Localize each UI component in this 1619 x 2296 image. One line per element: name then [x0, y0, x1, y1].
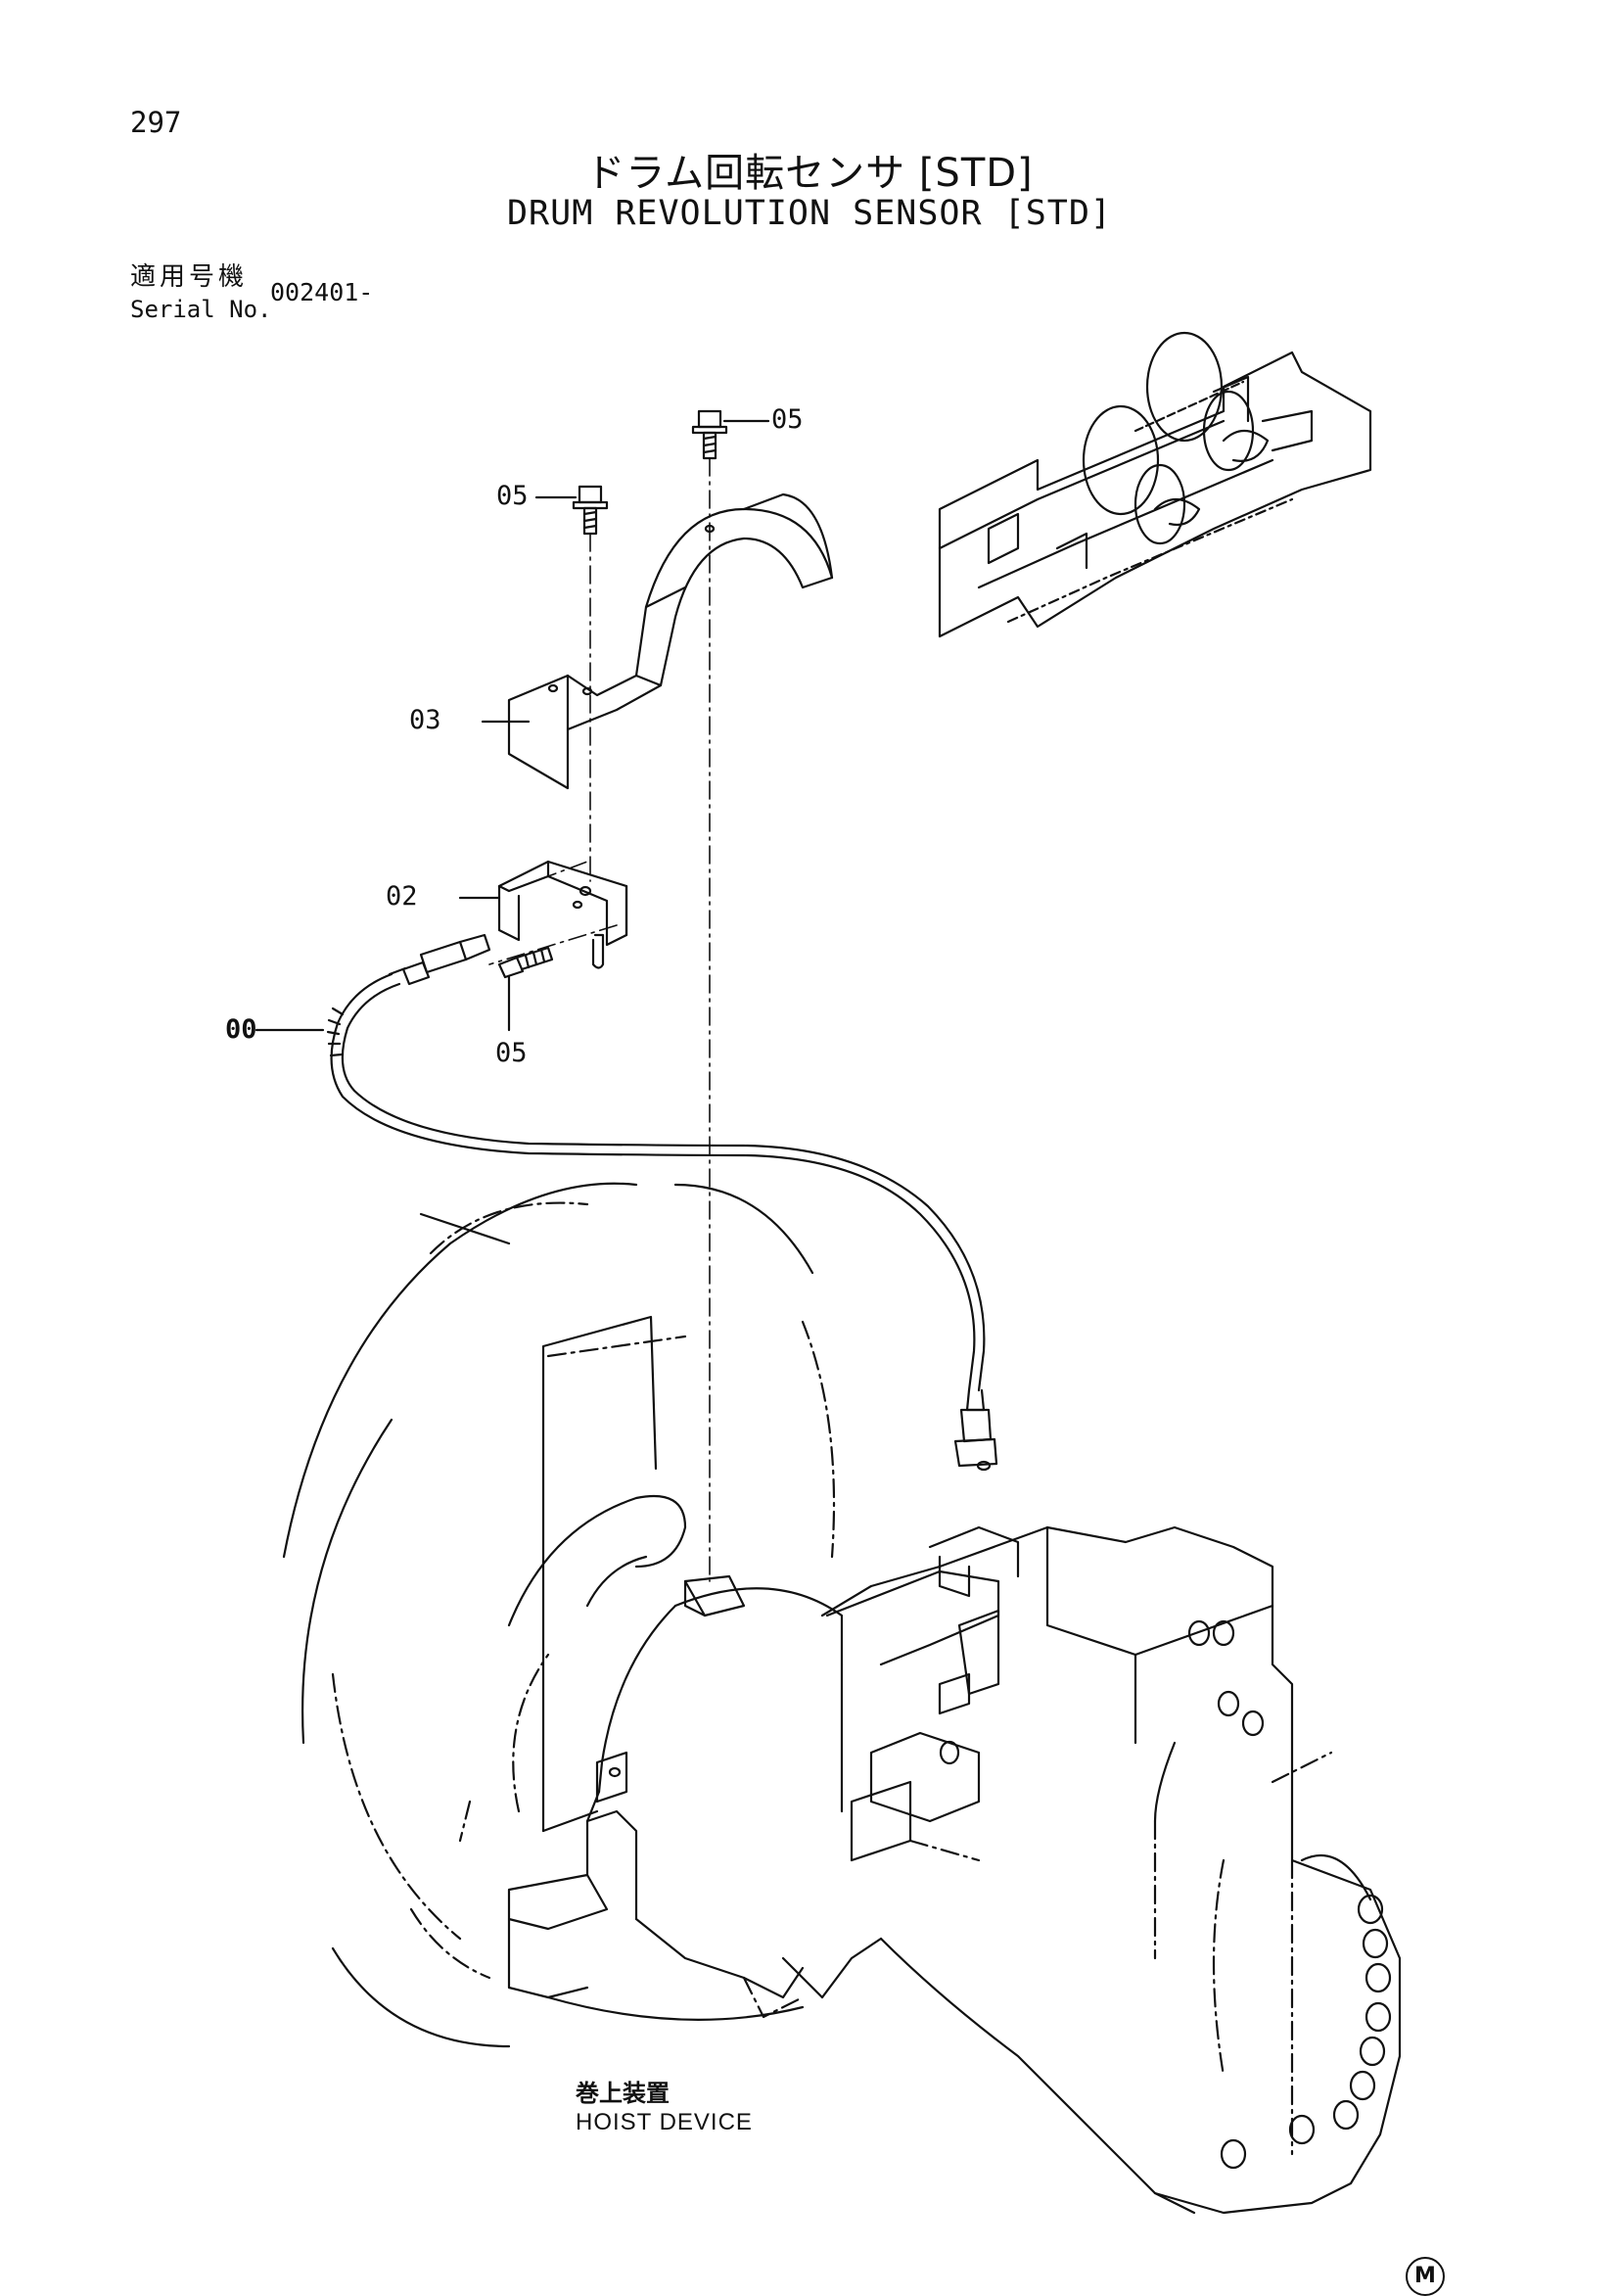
serial-number-value: 002401- [270, 278, 374, 306]
bolt-05-left [534, 485, 609, 536]
serial-label-japanese: 適用号機 [130, 262, 249, 292]
lower-mount [507, 1751, 1196, 2215]
cover-part-03 [481, 492, 834, 790]
callout-00: 00 [225, 1014, 257, 1045]
callout-05-left: 05 [496, 481, 529, 511]
callout-05-bottom: 05 [495, 1038, 528, 1068]
callout-02: 02 [386, 881, 418, 912]
serial-label-english: Serial No. [130, 296, 272, 323]
assembly-center-lines [488, 457, 711, 1582]
hoist-device-body [597, 1525, 1402, 2215]
bolt-05-bottom [497, 946, 554, 1032]
hoist-drum [282, 1182, 836, 2048]
page-title-english: DRUM REVOLUTION SENSOR [STD] [506, 194, 1112, 233]
hoist-device-caption-japanese: 巻上装置 [576, 2080, 670, 2107]
hoist-device-caption-english: HOIST DEVICE [576, 2109, 753, 2135]
bolt-05-top [691, 409, 770, 460]
callout-05-top: 05 [771, 404, 804, 435]
page-number: 297 [130, 106, 182, 139]
sensor-part-00 [254, 933, 998, 1472]
overview-inset-frame [938, 331, 1372, 638]
circled-m-mark: M [1406, 2257, 1445, 2296]
page-title-japanese: ドラム回転センサ [STD] [585, 151, 1034, 196]
callout-03: 03 [409, 705, 441, 735]
